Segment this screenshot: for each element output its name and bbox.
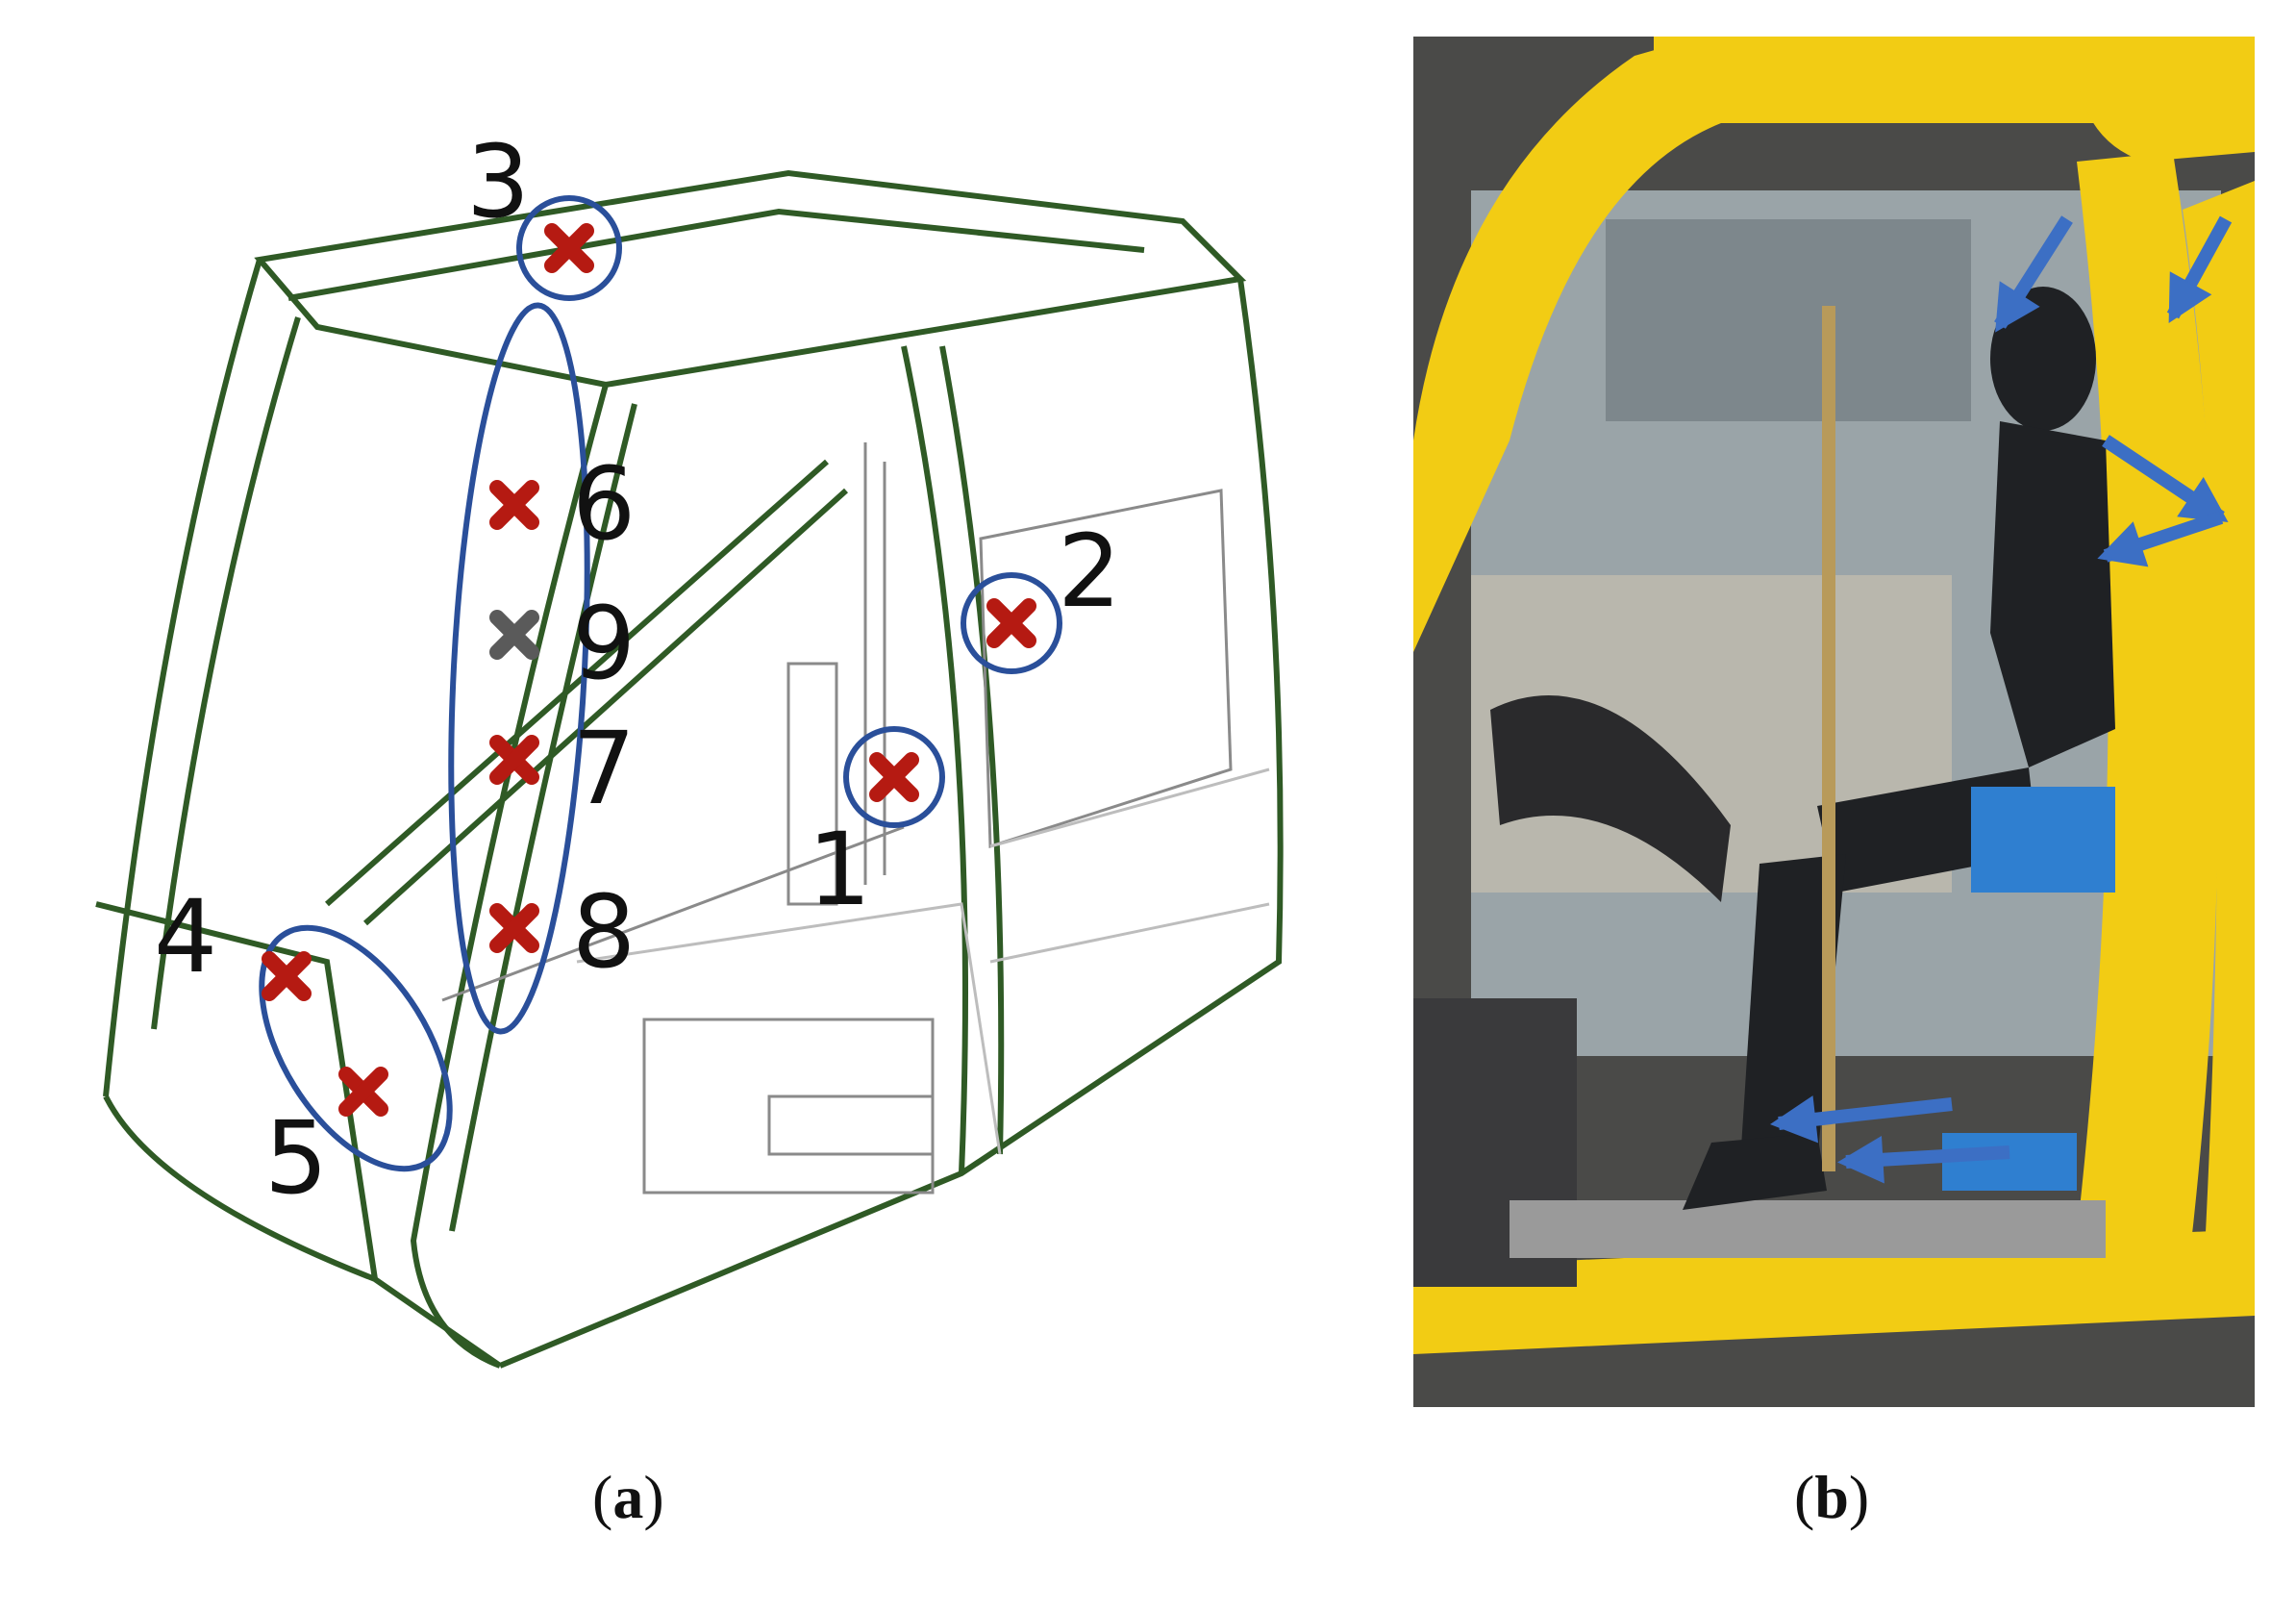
marker-label-4: 4 [154,878,217,995]
cab-floor-lines [576,767,1270,1155]
frame-top-left [1654,37,1711,94]
mannequin-head [1990,287,2096,431]
wooden-pole [1822,306,1835,1171]
measurement-arrows [1769,215,2233,1184]
floor-sensor [1942,1133,2077,1191]
arrow-head-4 [2097,521,2149,567]
marker-label-7: 7 [572,710,636,827]
marker-circle-2 [961,572,1062,674]
caption-b: (b) [1794,1463,1870,1531]
cab-frame-lines [95,169,1284,1369]
arrow-head-5 [1769,1095,1819,1144]
marker-cross-2 [986,598,1036,648]
console [1490,695,1731,902]
arrow-head-1 [1995,281,2040,333]
mannequin-shin [1740,854,1846,1162]
marker-cross-1 [869,752,919,802]
marker-circles [259,195,1062,1172]
mannequin-foot [1683,1133,1827,1210]
marker-cross-4 [262,951,312,1001]
marker-label-8: 8 [572,873,636,991]
marker-cross-9 [489,610,539,660]
marker-circle-1 [843,726,945,828]
cab-photo [1413,37,2255,1407]
mannequin [1683,287,2115,1210]
marker-group: 1 2 3 45 6 7 8 9 [154,123,1121,1217]
marker-cross-8 [489,903,539,953]
marker-labels: 1 2 3 45 6 7 8 9 [154,123,1121,1217]
marker-label-3: 3 [466,123,530,240]
marker-cross-5 [338,1067,388,1117]
marker-ellipse-6-9 [448,302,590,1035]
marker-cross-6 [489,480,539,530]
marker-crosses [262,223,1036,1117]
seat-cushion [1971,787,2115,893]
ceiling-panel [1606,219,1971,421]
caption-a: (a) [592,1463,664,1531]
cab-interior-lines [441,442,1233,1195]
floor-step [1510,1200,2106,1258]
marker-label-6: 6 [572,445,636,563]
marker-label-5: 5 [264,1099,328,1217]
panel-b-cab-photo [1413,37,2255,1407]
arrow-head-2 [2168,271,2212,323]
cab-wireframe: 1 2 3 45 6 7 8 9 [95,123,1284,1369]
mannequin-torso [1990,421,2115,767]
marker-cross-7 [489,735,539,785]
arrow-head-6 [1836,1135,1884,1184]
marker-circle-3 [516,195,622,301]
marker-cross-3 [544,223,594,273]
marker-label-2: 2 [1058,513,1121,630]
marker-label-9: 9 [572,585,636,702]
marker-ellipse-4-5 [259,924,453,1172]
marker-label-1: 1 [808,811,871,928]
